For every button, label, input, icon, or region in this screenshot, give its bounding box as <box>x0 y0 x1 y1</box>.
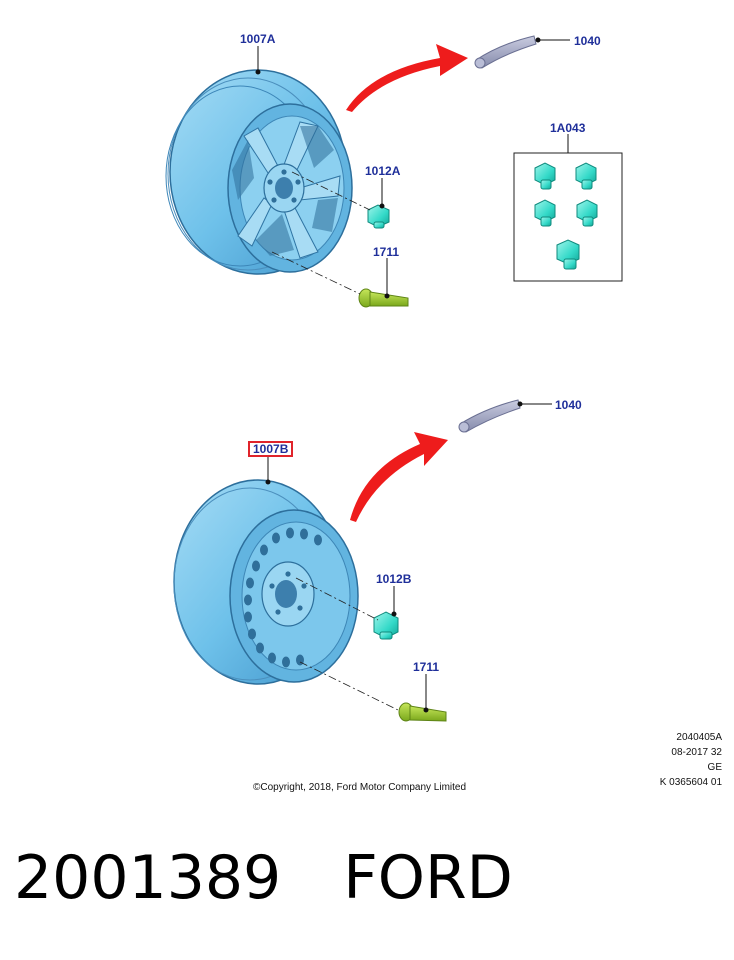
callout-leaders-top <box>255 37 570 299</box>
drawing-reference-block: 2040405A 08-2017 32 GE K 0365604 01 <box>602 730 722 790</box>
brand-name: FORD <box>343 843 513 913</box>
drawing-region-line: GE <box>707 762 722 773</box>
steel-wheel-illustration <box>173 479 359 685</box>
callout-nut-alloy: 1012A <box>365 164 401 178</box>
callout-weight-top: 1040 <box>574 34 601 48</box>
callout-leaders-bottom <box>265 401 552 713</box>
callout-nut-steel: 1012B <box>376 572 412 586</box>
drawing-code-line: K 0365604 01 <box>659 777 722 788</box>
callout-wheel-alloy: 1007A <box>240 32 276 46</box>
valve-stem-bottom <box>398 702 447 722</box>
callout-valve-top: 1711 <box>373 245 400 259</box>
callout-wheel-steel: 1007B <box>248 441 294 457</box>
callout-nut-set: 1A043 <box>550 121 586 135</box>
balance-weight-bottom <box>458 399 521 433</box>
balance-weight-top <box>474 35 537 69</box>
valve-stem-top <box>358 288 409 308</box>
alloy-wheel-illustration <box>165 69 353 275</box>
drawing-ref-line: 2040405A <box>676 732 722 743</box>
nut-set-illustration <box>534 162 598 270</box>
callout-weight-bottom: 1040 <box>555 398 582 412</box>
part-number: 2001389 <box>14 843 282 913</box>
transfer-arrow-bottom <box>350 432 448 522</box>
leader-lines-bottom <box>295 577 399 711</box>
wheel-nut-alloy <box>367 204 390 229</box>
copyright-notice: ©Copyright, 2018, Ford Motor Company Lim… <box>253 782 467 793</box>
callout-valve-bottom: 1711 <box>413 660 440 674</box>
leader-lines-top <box>271 171 371 295</box>
product-caption: 2001389 FORD <box>14 838 513 918</box>
transfer-arrow-top <box>346 44 468 112</box>
drawing-date-line: 08-2017 32 <box>671 747 722 758</box>
wheel-nut-steel <box>373 611 399 640</box>
